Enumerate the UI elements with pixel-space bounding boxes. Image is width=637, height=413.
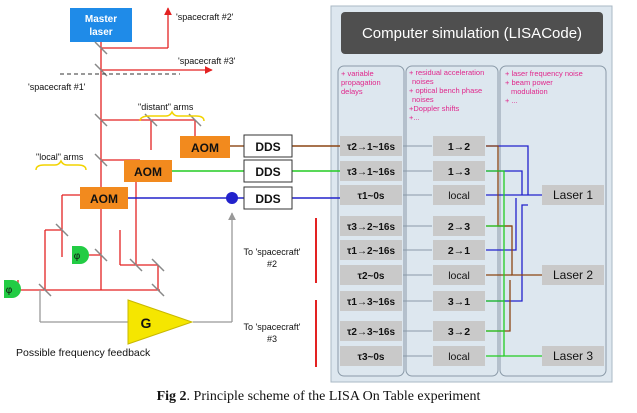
blue-junction-dot xyxy=(226,192,238,204)
to-sc2-label-line1: To 'spacecraft' xyxy=(244,247,301,257)
dds-box-2-label: DDS xyxy=(255,165,280,179)
aom-top-label: AOM xyxy=(191,141,219,155)
dds-box-1 xyxy=(243,134,293,158)
delay-box-8: τ2→3~16s xyxy=(347,327,396,338)
delay-link-connectors xyxy=(403,145,432,357)
col3-note-2: + beam power xyxy=(505,78,553,87)
link-box-6: local xyxy=(448,270,470,282)
to-sc3-label-line2: #3 xyxy=(267,334,277,344)
master-laser-box xyxy=(70,8,132,42)
laser-2-label: Laser 2 xyxy=(553,268,593,282)
spacecraft3-label: 'spacecraft #3' xyxy=(178,56,236,66)
laser-3-label: Laser 3 xyxy=(553,349,593,363)
delay-box-5: τ1→2~16s xyxy=(347,246,396,257)
laser-boxes: Laser 1 Laser 2 Laser 3 xyxy=(542,185,604,366)
feedback-label: Possible frequency feedback xyxy=(16,347,151,359)
aom-top xyxy=(180,136,230,158)
simulation-header xyxy=(341,12,603,54)
delay-box-6: τ2~0s xyxy=(358,271,385,282)
dds-box-3-label: DDS xyxy=(255,192,280,206)
phi-detector-upper xyxy=(72,246,89,264)
laser-1-label: Laser 1 xyxy=(553,188,593,202)
link-box-4: 2→3 xyxy=(448,221,470,233)
link-box-7: 3→1 xyxy=(448,296,470,308)
col1-note-3: delays xyxy=(341,87,363,96)
link-box-5: 2→1 xyxy=(448,245,470,257)
laser-column xyxy=(499,65,607,377)
dds-box-2 xyxy=(243,159,293,183)
gain-amplifier xyxy=(127,299,194,345)
col1-note-2: propagation xyxy=(341,78,381,87)
delay-boxes: τ2→1~16s τ3→1~16s τ1~0s τ3→2~16s τ1→2~16… xyxy=(340,136,402,366)
delay-box-9: τ3~0s xyxy=(358,352,385,363)
dds-box-3 xyxy=(243,186,293,210)
to-sc3-label-line1: To 'spacecraft' xyxy=(244,322,301,332)
col2-note-1: + residual acceleration xyxy=(409,68,484,77)
delay-box-2: τ3→1~16s xyxy=(347,167,396,178)
aom-middle xyxy=(124,160,172,182)
col2-note-5: +Doppler shifts xyxy=(409,104,459,113)
delay-box-1: τ2→1~16s xyxy=(347,142,396,153)
caption-text: . Principle scheme of the LISA On Table … xyxy=(186,389,481,404)
col3-note-1: + laser frequency noise xyxy=(505,69,583,78)
link-box-1: 1→2 xyxy=(448,141,470,153)
caption-prefix: Fig 2 xyxy=(156,389,187,404)
local-arms-label: "local" arms xyxy=(36,152,84,162)
delay-column xyxy=(337,65,405,377)
link-box-9: local xyxy=(448,351,470,363)
aom-left xyxy=(80,187,128,209)
laser-wiring xyxy=(486,145,542,357)
delay-box-4: τ3→2~16s xyxy=(347,222,396,233)
optical-bench: Master laser xyxy=(4,7,340,367)
master-laser-label-1: Master xyxy=(85,14,117,25)
phi-detector-lower-label: φ xyxy=(6,285,13,296)
to-sc2-label-line2: #2 xyxy=(267,259,277,269)
spacecraft1-label: 'spacecraft #1' xyxy=(28,82,86,92)
simulation-title: Computer simulation (LISACode) xyxy=(362,25,582,42)
col2-note-2: noises xyxy=(412,77,434,86)
link-box-3: local xyxy=(448,190,470,202)
col1-note-1: + variable xyxy=(341,69,374,78)
distant-arms-label: "distant" arms xyxy=(138,102,194,112)
col2-note-6: +... xyxy=(409,113,420,122)
col3-note-4: + ... xyxy=(505,96,518,105)
aom-left-label: AOM xyxy=(90,192,118,206)
phi-detector-upper-label: φ xyxy=(74,251,81,262)
spacecraft2-label: 'spacecraft #2' xyxy=(176,12,234,22)
phi-detector-lower xyxy=(4,280,21,298)
aom-middle-label: AOM xyxy=(134,165,162,179)
delay-box-3: τ1~0s xyxy=(358,191,385,202)
col3-note-3: modulation xyxy=(511,87,548,96)
gain-label: G xyxy=(141,315,152,331)
dds-box-1-label: DDS xyxy=(255,140,280,154)
col2-note-3: + optical bench phase xyxy=(409,86,482,95)
distant-arms-brace xyxy=(139,110,205,122)
link-boxes: 1→2 1→3 local 2→3 2→1 local 3→1 3→2 loca… xyxy=(433,136,485,366)
col2-note-4: noises xyxy=(412,95,434,104)
delay-box-7: τ1→3~16s xyxy=(347,297,396,308)
link-box-2: 1→3 xyxy=(448,166,470,178)
master-laser-label-2: laser xyxy=(89,27,112,38)
local-arms-brace xyxy=(35,159,87,171)
figure-caption: Fig 2. Principle scheme of the LISA On T… xyxy=(0,389,637,405)
link-box-8: 3→2 xyxy=(448,326,470,338)
